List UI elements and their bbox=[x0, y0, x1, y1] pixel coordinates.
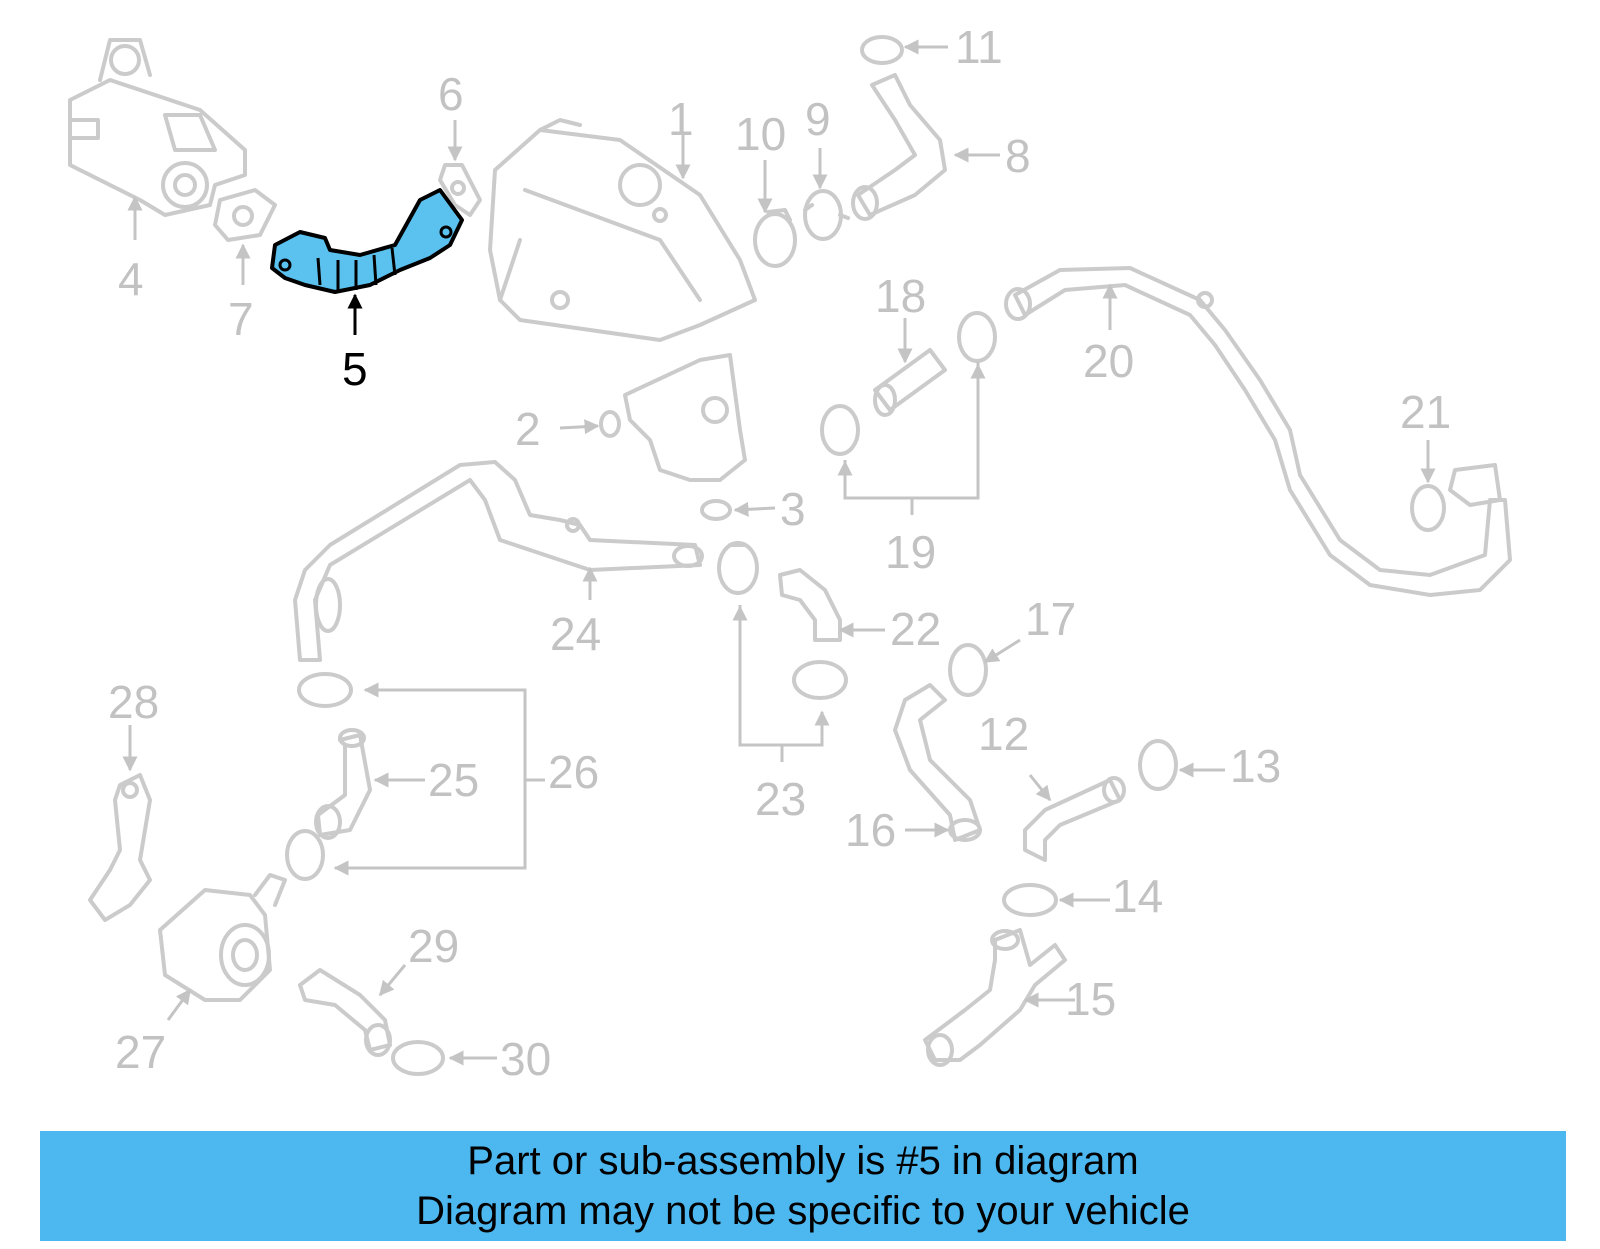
part-18-pipe bbox=[873, 348, 947, 417]
part-2-bracket bbox=[599, 353, 747, 482]
part-21-fitting bbox=[1410, 463, 1502, 532]
part-12-hose bbox=[1023, 776, 1126, 862]
part-4-egr-valve bbox=[68, 38, 247, 217]
callout-9: 9 bbox=[805, 93, 831, 145]
callout-10: 10 bbox=[735, 108, 786, 160]
part-9-clamp bbox=[803, 189, 850, 241]
part-8-pipe bbox=[851, 73, 947, 221]
part-25-hose bbox=[314, 728, 372, 840]
callout-23: 23 bbox=[755, 773, 806, 825]
callout-5: 5 bbox=[342, 343, 368, 395]
part-1-egr-cooler bbox=[488, 118, 757, 342]
callout-labels: 1 2 3 4 5 6 7 8 9 10 11 12 13 14 15 16 1… bbox=[108, 21, 1451, 1085]
callout-15: 15 bbox=[1065, 973, 1116, 1025]
part-22-hose bbox=[778, 568, 842, 642]
callout-4: 4 bbox=[118, 253, 144, 305]
part-14-clamp bbox=[1002, 883, 1058, 917]
part-6-gasket bbox=[438, 163, 482, 217]
callout-16: 16 bbox=[845, 804, 896, 856]
part-30-clamp bbox=[391, 1040, 445, 1076]
parts-diagram: 1 2 3 4 5 6 7 8 9 10 11 12 13 14 15 16 1… bbox=[68, 21, 1512, 1085]
callout-17: 17 bbox=[1025, 593, 1076, 645]
banner-line-disclaimer: Diagram may not be specific to your vehi… bbox=[416, 1189, 1190, 1233]
callout-21: 21 bbox=[1400, 386, 1451, 438]
part-19-clamps bbox=[820, 311, 997, 456]
part-13-clamp bbox=[1138, 739, 1178, 791]
callout-28: 28 bbox=[108, 676, 159, 728]
callout-6: 6 bbox=[438, 68, 464, 120]
callout-18: 18 bbox=[875, 270, 926, 322]
part-26-clamps bbox=[285, 672, 353, 881]
leader-lines bbox=[122, 39, 1436, 1066]
part-20-pipe bbox=[1004, 266, 1512, 597]
part-29-hose bbox=[298, 968, 392, 1057]
callout-7: 7 bbox=[228, 293, 254, 345]
part-7-gasket bbox=[213, 188, 277, 242]
callout-1: 1 bbox=[668, 93, 694, 145]
part-17-clamp bbox=[948, 643, 988, 697]
banner-line-part: Part or sub-assembly is #5 in diagram bbox=[467, 1139, 1139, 1183]
info-banner: Part or sub-assembly is #5 in diagram Di… bbox=[40, 1131, 1566, 1241]
callout-22: 22 bbox=[890, 603, 941, 655]
part-23-clamps bbox=[717, 541, 848, 700]
callout-12: 12 bbox=[978, 708, 1029, 760]
part-27-pump bbox=[158, 873, 287, 1002]
part-10-clamp bbox=[753, 208, 797, 268]
part-5-egr-pipe bbox=[270, 188, 464, 294]
part-16-hose bbox=[893, 683, 982, 842]
part-15-connector bbox=[923, 928, 1067, 1067]
callout-24: 24 bbox=[550, 608, 601, 660]
part-24-pipe bbox=[293, 460, 704, 662]
callout-2: 2 bbox=[515, 403, 541, 455]
callout-19: 19 bbox=[885, 526, 936, 578]
callout-29: 29 bbox=[408, 920, 459, 972]
callout-25: 25 bbox=[428, 754, 479, 806]
callout-20: 20 bbox=[1083, 335, 1134, 387]
callout-30: 30 bbox=[500, 1033, 551, 1085]
callout-14: 14 bbox=[1112, 870, 1163, 922]
callout-13: 13 bbox=[1230, 740, 1281, 792]
callout-8: 8 bbox=[1005, 130, 1031, 182]
part-28-bracket bbox=[88, 773, 152, 922]
callout-26: 26 bbox=[548, 746, 599, 798]
callout-27: 27 bbox=[115, 1026, 166, 1078]
part-11-gasket bbox=[860, 35, 904, 65]
part-3-oring bbox=[700, 499, 732, 521]
callout-11: 11 bbox=[955, 21, 1003, 73]
callout-3: 3 bbox=[780, 483, 806, 535]
